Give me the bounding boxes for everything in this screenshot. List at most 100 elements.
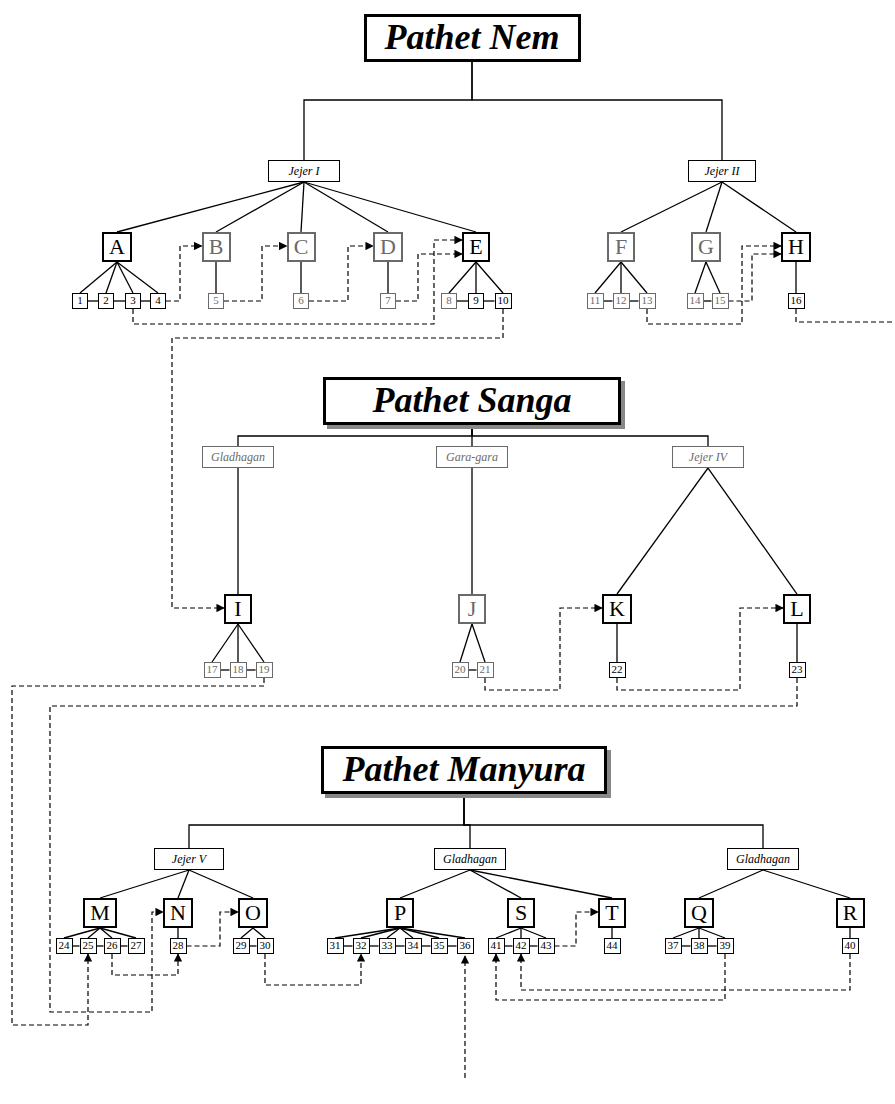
callout-number: 3 [125, 293, 141, 309]
node-text: 8 [446, 295, 452, 307]
node-text: 26 [107, 940, 118, 952]
tree-line [73, 945, 80, 946]
callout-number: 35 [431, 938, 448, 954]
sequence-arrow [265, 954, 361, 985]
node-text: D [380, 235, 396, 258]
scene-box: K [602, 594, 632, 624]
tree-line [595, 262, 621, 293]
tree-line [117, 262, 158, 293]
node-text: 37 [668, 940, 679, 952]
tree-line [178, 870, 189, 898]
node-text: M [90, 901, 110, 924]
tree-line [335, 928, 400, 938]
callout-number: 38 [691, 938, 708, 954]
callout-number: 25 [80, 938, 97, 954]
tree-line [470, 870, 612, 898]
node-text: C [294, 235, 309, 258]
tree-line [238, 425, 472, 446]
scene-box: E [462, 232, 490, 262]
node-text: 23 [792, 664, 803, 676]
node-text: Gladhagan [443, 853, 497, 866]
callout-number: 12 [613, 293, 630, 309]
section-title: Pathet Sanga [323, 377, 621, 425]
sequence-arrow [521, 954, 850, 990]
node-text: Pathet Sanga [372, 382, 571, 420]
tree-line [484, 300, 495, 301]
node-text: T [605, 901, 618, 924]
scene-box: R [836, 898, 865, 928]
node-text: E [469, 235, 482, 258]
tree-line [114, 300, 125, 301]
node-text: 43 [541, 940, 552, 952]
node-text: 33 [382, 940, 393, 952]
tree-line [370, 945, 379, 946]
tree-line [460, 624, 472, 662]
node-text: 31 [330, 940, 341, 952]
node-text: O [245, 901, 261, 924]
tree-line [464, 794, 763, 848]
group-label: Jejer V [154, 848, 224, 870]
tree-line [117, 182, 304, 232]
node-text: R [843, 901, 858, 924]
tree-line [722, 182, 796, 232]
tree-line [464, 794, 470, 848]
tree-line [505, 945, 513, 946]
callout-number: 33 [379, 938, 396, 954]
tree-line [449, 262, 476, 293]
tree-line [301, 182, 304, 232]
scene-box: O [238, 898, 268, 928]
tree-line [237, 468, 238, 594]
node-text: 18 [233, 664, 244, 676]
callout-number: 15 [712, 293, 729, 309]
tree-line [617, 468, 708, 594]
tree-line [400, 870, 470, 898]
tree-line [216, 182, 304, 232]
scene-box: Q [684, 898, 714, 928]
scene-box: S [507, 898, 535, 928]
tree-line [422, 945, 431, 946]
callout-number: 7 [380, 293, 396, 309]
scene-box: I [224, 594, 252, 624]
tree-line [215, 262, 216, 293]
callout-number: 17 [204, 662, 221, 678]
tree-line [304, 182, 476, 232]
node-text: B [209, 235, 224, 258]
tree-line [106, 262, 117, 293]
node-text: I [234, 597, 241, 620]
tree-line [530, 945, 538, 946]
tree-line [621, 262, 647, 293]
tree-line [100, 870, 189, 898]
sequence-arrow [496, 954, 725, 1000]
callout-number: 27 [128, 938, 145, 954]
callout-number: 31 [327, 938, 344, 954]
callout-number: 13 [639, 293, 656, 309]
node-text: Gladhagan [736, 853, 790, 866]
tree-line [121, 945, 128, 946]
node-text: 29 [236, 940, 247, 952]
node-text: N [170, 901, 186, 924]
scene-box: F [607, 232, 635, 262]
tree-line [604, 300, 613, 301]
tree-line [247, 669, 256, 670]
tree-line [344, 945, 353, 946]
group-label: Jejer I [268, 160, 340, 182]
node-text: 44 [607, 940, 618, 952]
tree-line [469, 669, 477, 670]
node-text: L [790, 597, 803, 620]
tree-line [189, 794, 464, 848]
tree-line [189, 870, 253, 898]
tree-line [796, 624, 797, 662]
scene-box: H [781, 232, 811, 262]
tree-line [448, 945, 457, 946]
tree-line [708, 945, 717, 946]
callout-number: 11 [587, 293, 604, 309]
group-label: Jejer IV [672, 446, 744, 468]
sequence-arrow [112, 954, 178, 975]
node-text: Gara-gara [446, 451, 498, 464]
tree-line [472, 62, 722, 160]
tree-line [300, 262, 301, 293]
node-text: H [788, 235, 804, 258]
node-text: F [615, 235, 627, 258]
tree-line [704, 300, 712, 301]
node-text: 25 [83, 940, 94, 952]
